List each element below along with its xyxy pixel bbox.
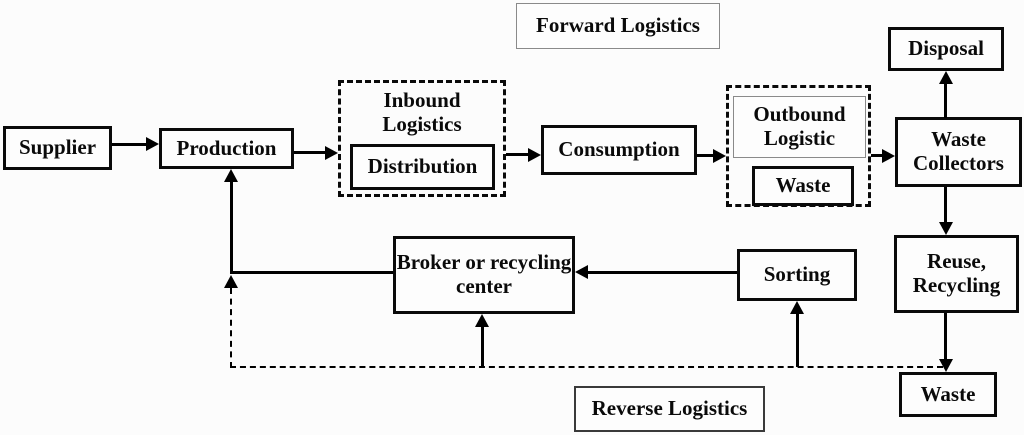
arrowhead-down-icon: [939, 359, 953, 372]
arrowhead-up-icon: [939, 71, 953, 84]
forward-logistics-title-box: Forward Logistics: [516, 3, 720, 49]
connector-supplier-production: [112, 143, 148, 146]
consumption-label: Consumption: [558, 137, 680, 162]
reverse-logistics-title-box: Reverse Logistics: [574, 386, 765, 432]
outbound-logistic-box: Outbound Logistic: [733, 96, 866, 158]
inbound-logistics-group: [338, 80, 506, 197]
connector-dashline-broker: [481, 327, 484, 367]
arrowhead-down-icon: [939, 222, 953, 235]
supplier-box: Supplier: [3, 126, 112, 170]
disposal-box: Disposal: [888, 27, 1004, 71]
connector-broker-corner: [231, 271, 393, 274]
production-box: Production: [159, 128, 294, 169]
arrowhead-right-icon: [528, 148, 541, 162]
dashed-return-path-vertical: [230, 288, 232, 368]
connector-inbound-consumption: [506, 153, 530, 156]
connector-wastecollectors-disposal: [944, 83, 947, 118]
waste-collectors-label: Waste Collectors: [913, 127, 1004, 175]
arrowhead-right-icon: [713, 149, 726, 163]
forward-logistics-title: Forward Logistics: [536, 13, 700, 38]
arrowhead-right-icon: [882, 149, 895, 163]
arrowhead-up-icon: [224, 275, 238, 288]
disposal-label: Disposal: [908, 36, 984, 61]
connector-wastecollectors-reuse: [944, 187, 947, 223]
arrowhead-up-icon: [224, 169, 238, 182]
outbound-waste-box: Waste: [752, 166, 854, 206]
broker-box: Broker or recycling center: [393, 236, 575, 314]
production-label: Production: [176, 135, 277, 160]
consumption-box: Consumption: [541, 125, 697, 175]
arrowhead-up-icon: [475, 314, 489, 327]
waste-collectors-box: Waste Collectors: [895, 117, 1022, 187]
connector-sorting-broker: [588, 271, 737, 274]
arrowhead-right-icon: [325, 146, 338, 160]
connector-consumption-outbound: [697, 154, 715, 157]
connector-dashline-sorting: [796, 314, 799, 367]
connector-reuse-waste: [944, 313, 947, 360]
connector-corner-production: [230, 182, 233, 274]
arrowhead-left-icon: [575, 265, 588, 279]
sorting-label: Sorting: [763, 262, 831, 287]
inbound-logistics-label: Inbound Logistics: [382, 88, 462, 136]
reuse-recycling-box: Reuse, Recycling: [894, 235, 1019, 313]
distribution-label: Distribution: [367, 154, 478, 179]
arrowhead-right-icon: [146, 137, 159, 151]
connector-outbound-wastecollectors: [871, 154, 884, 157]
reuse-recycling-label: Reuse, Recycling: [912, 249, 1001, 297]
dashed-return-path-horizontal: [230, 366, 943, 368]
final-waste-label: Waste: [920, 381, 976, 406]
broker-label: Broker or recycling center: [396, 250, 572, 298]
arrowhead-up-icon: [790, 301, 804, 314]
outbound-logistic-label: Outbound Logistic: [753, 102, 846, 150]
sorting-box: Sorting: [737, 249, 857, 301]
supplier-label: Supplier: [18, 135, 97, 160]
reverse-logistics-title: Reverse Logistics: [591, 396, 748, 421]
final-waste-box: Waste: [899, 372, 997, 417]
connector-production-inbound: [294, 151, 327, 154]
outbound-waste-label: Waste: [775, 173, 831, 198]
distribution-box: Distribution: [350, 144, 495, 190]
